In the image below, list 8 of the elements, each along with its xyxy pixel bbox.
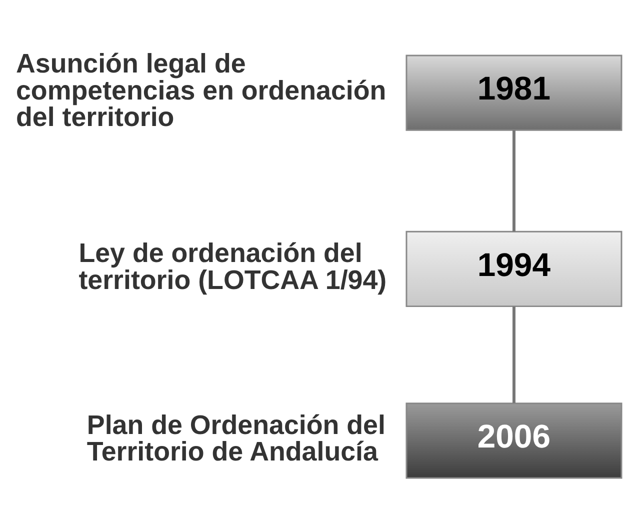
node-box: 1994 <box>406 230 622 307</box>
connector <box>512 306 516 403</box>
node-label: Ley de ordenación del territorio (LOTCAA 1/94) <box>78 238 387 294</box>
node-label: Plan de Ordenación del Territorio de Andalucía <box>86 409 386 466</box>
node-box: 2006 <box>406 402 622 478</box>
connector <box>512 130 516 232</box>
node-box: 1981 <box>406 54 622 130</box>
node-label: Asunción legal de competencias en ordenación del territorio <box>16 48 386 132</box>
